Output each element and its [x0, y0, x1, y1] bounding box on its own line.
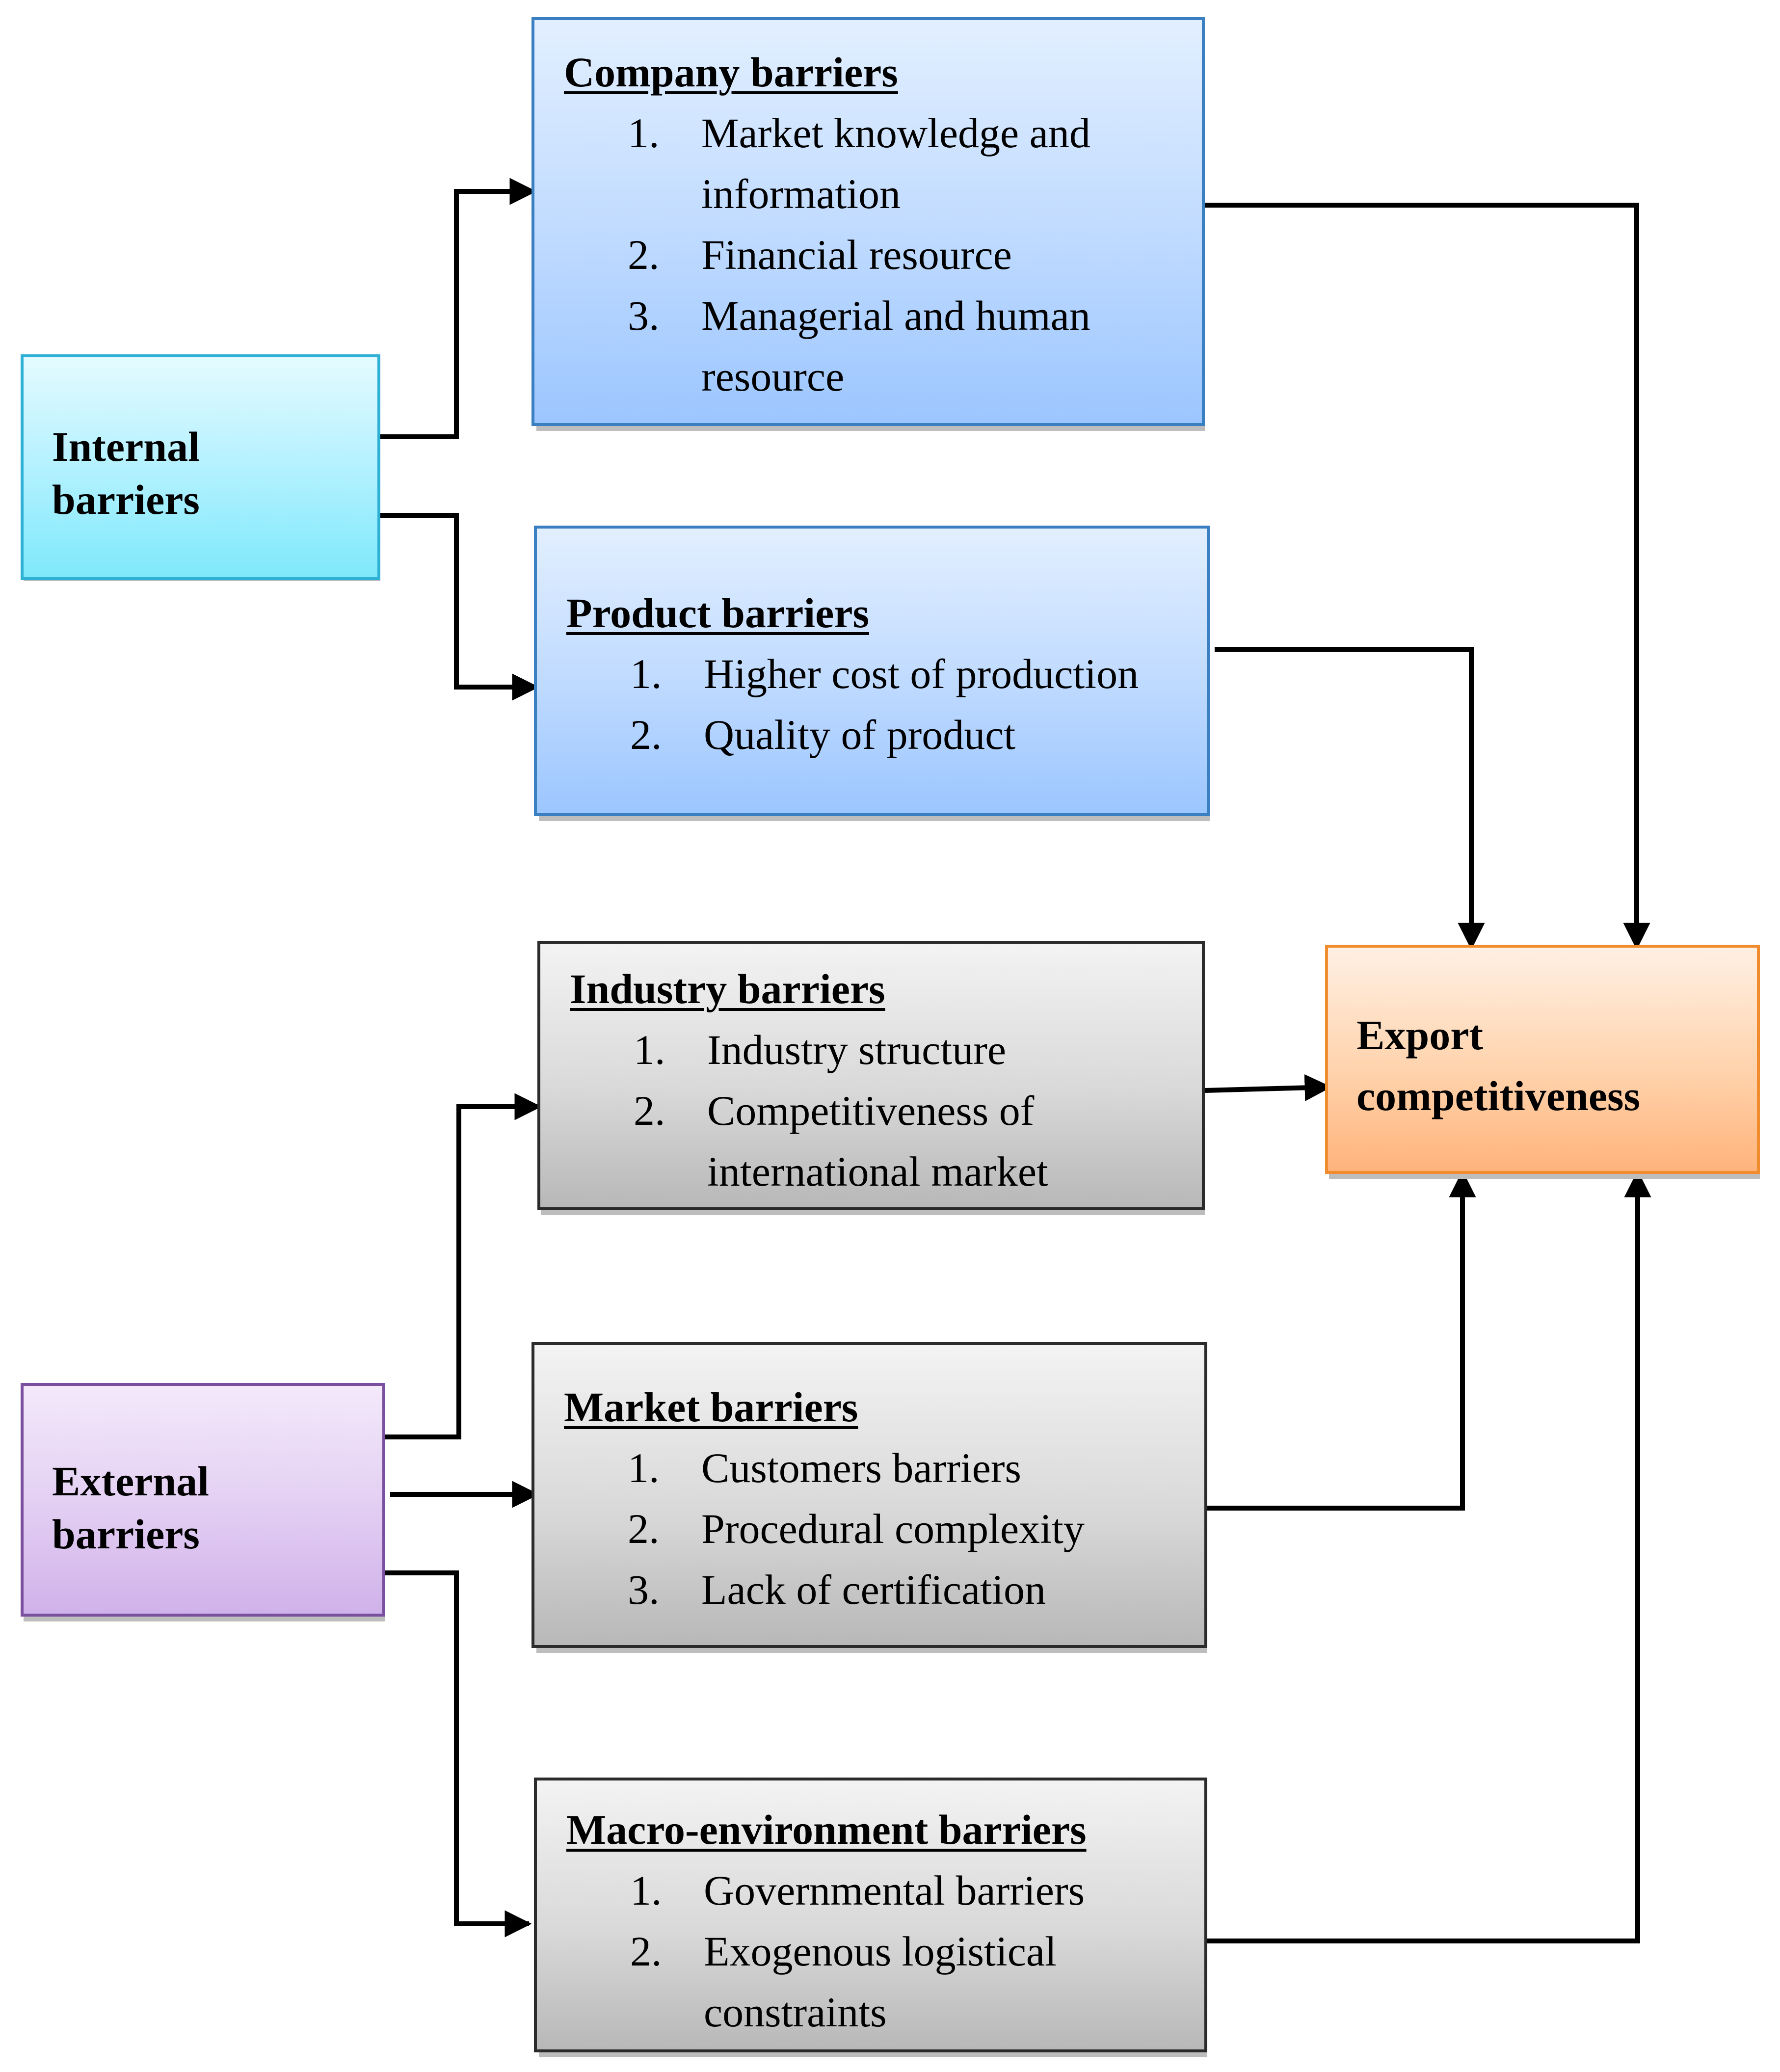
item-number: 1.	[630, 650, 662, 697]
item-number: 1.	[628, 109, 660, 157]
arrow-internal-to-company	[378, 178, 537, 439]
macro-environment-barriers-list: 1. Governmental barriers 2. Exogenous logi…	[566, 1860, 1085, 2043]
item-text: Competitiveness of	[707, 1087, 1035, 1134]
title-line: Internal	[52, 423, 200, 470]
list-item: 3. Lack of certification	[564, 1559, 1085, 1620]
item-number: 3.	[628, 292, 660, 339]
list-item: 1. Higher cost of production	[566, 643, 1139, 704]
market-barriers-heading: Market barriers	[564, 1383, 858, 1431]
item-number: 2.	[628, 1505, 660, 1552]
item-number: 2.	[634, 1087, 665, 1134]
item-text: Customers barriers	[701, 1444, 1022, 1491]
list-item: 3. Managerial and human resource	[564, 285, 1090, 407]
shadow	[536, 1647, 1207, 1653]
list-item: 2. Competitiveness of international market	[570, 1080, 1048, 1202]
arrow-company-to-export	[1205, 203, 1650, 950]
product-barriers-list: 1. Higher cost of production 2. Quality of…	[566, 643, 1139, 765]
item-number: 1.	[630, 1867, 662, 1914]
list-item: 1. Industry structure	[570, 1019, 1048, 1080]
industry-barriers-heading: Industry barriers	[570, 965, 885, 1012]
title-line: barriers	[52, 476, 200, 523]
shadow	[541, 1209, 1205, 1215]
internal-barriers-box: Internal barriers	[21, 354, 380, 580]
item-number: 2.	[630, 1928, 662, 1975]
item-number: 1.	[628, 1444, 660, 1491]
list-item: 1. Market knowledge and information	[564, 103, 1090, 224]
item-text: international market	[707, 1148, 1048, 1195]
arrow-external-to-industry	[383, 1093, 542, 1439]
industry-barriers-list: 1. Industry structure 2. Competitiveness o…	[570, 1019, 1048, 1202]
arrow-external-to-macro	[383, 1570, 532, 1938]
list-item: 2. Quality of product	[566, 704, 1139, 765]
title-line: competitiveness	[1356, 1072, 1640, 1119]
item-text: Lack of certification	[701, 1566, 1046, 1613]
title-line: Export	[1356, 1011, 1483, 1059]
shadow	[539, 2051, 1207, 2057]
external-barriers-box: External barriers	[21, 1383, 385, 1617]
export-competitiveness-box: Export competitiveness	[1325, 945, 1760, 1174]
item-text: Financial resource	[701, 231, 1012, 278]
macro-environment-barriers-heading: Macro-environment barriers	[566, 1806, 1087, 1853]
arrow-internal-to-product	[378, 513, 539, 701]
item-text: constraints	[704, 1989, 887, 2036]
shadow	[536, 425, 1205, 431]
item-text: resource	[701, 353, 845, 400]
macro-environment-barriers-box: Macro-environment barriers 1. Governmenta…	[534, 1778, 1207, 2052]
item-text: Procedural complexity	[701, 1505, 1085, 1552]
company-barriers-box: Company barriers 1. Market knowledge and i…	[531, 17, 1205, 426]
market-barriers-list: 1. Customers barriers 2. Procedural comple…	[564, 1437, 1085, 1620]
industry-barriers-box: Industry barriers 1. Industry structure 2…	[537, 941, 1205, 1210]
item-text: information	[701, 170, 901, 217]
item-text: Managerial and human	[701, 292, 1090, 339]
arrow-product-to-export	[1215, 647, 1485, 950]
item-text: Quality of product	[704, 711, 1016, 758]
item-number: 3.	[628, 1566, 660, 1613]
title-line: barriers	[52, 1511, 200, 1558]
list-item: 2. Exogenous logistical constraints	[566, 1921, 1085, 2043]
arrow-market-to-export	[1207, 1170, 1476, 1511]
list-item: 1. Governmental barriers	[566, 1860, 1085, 1921]
external-barriers-title: External barriers	[52, 1455, 209, 1561]
company-barriers-heading: Company barriers	[564, 49, 898, 96]
item-number: 2.	[630, 711, 662, 758]
product-barriers-box: Product barriers 1. Higher cost of produc…	[534, 526, 1210, 816]
list-item: 1. Customers barriers	[564, 1437, 1085, 1498]
shadow	[24, 1616, 385, 1621]
market-barriers-box: Market barriers 1. Customers barriers 2. P…	[531, 1342, 1207, 1648]
internal-barriers-title: Internal barriers	[52, 420, 200, 526]
item-text: Market knowledge and	[701, 109, 1090, 157]
arrow-macro-to-export	[1207, 1170, 1651, 1943]
item-text: Exogenous logistical	[704, 1928, 1057, 1975]
item-number: 1.	[634, 1026, 665, 1073]
arrow-industry-to-export	[1204, 1074, 1332, 1101]
product-barriers-heading: Product barriers	[566, 589, 869, 637]
shadow	[1329, 1173, 1760, 1179]
item-text: Industry structure	[707, 1026, 1007, 1073]
shadow	[539, 815, 1210, 821]
title-line: External	[52, 1458, 210, 1505]
export-competitiveness-title: Export competitiveness	[1356, 1005, 1640, 1126]
list-item: 2. Financial resource	[564, 224, 1090, 285]
item-text: Governmental barriers	[704, 1867, 1085, 1914]
item-text: Higher cost of production	[704, 650, 1139, 697]
company-barriers-list: 1. Market knowledge and information 2. Fina…	[564, 103, 1090, 407]
item-number: 2.	[628, 231, 660, 278]
list-item: 2. Procedural complexity	[564, 1498, 1085, 1559]
